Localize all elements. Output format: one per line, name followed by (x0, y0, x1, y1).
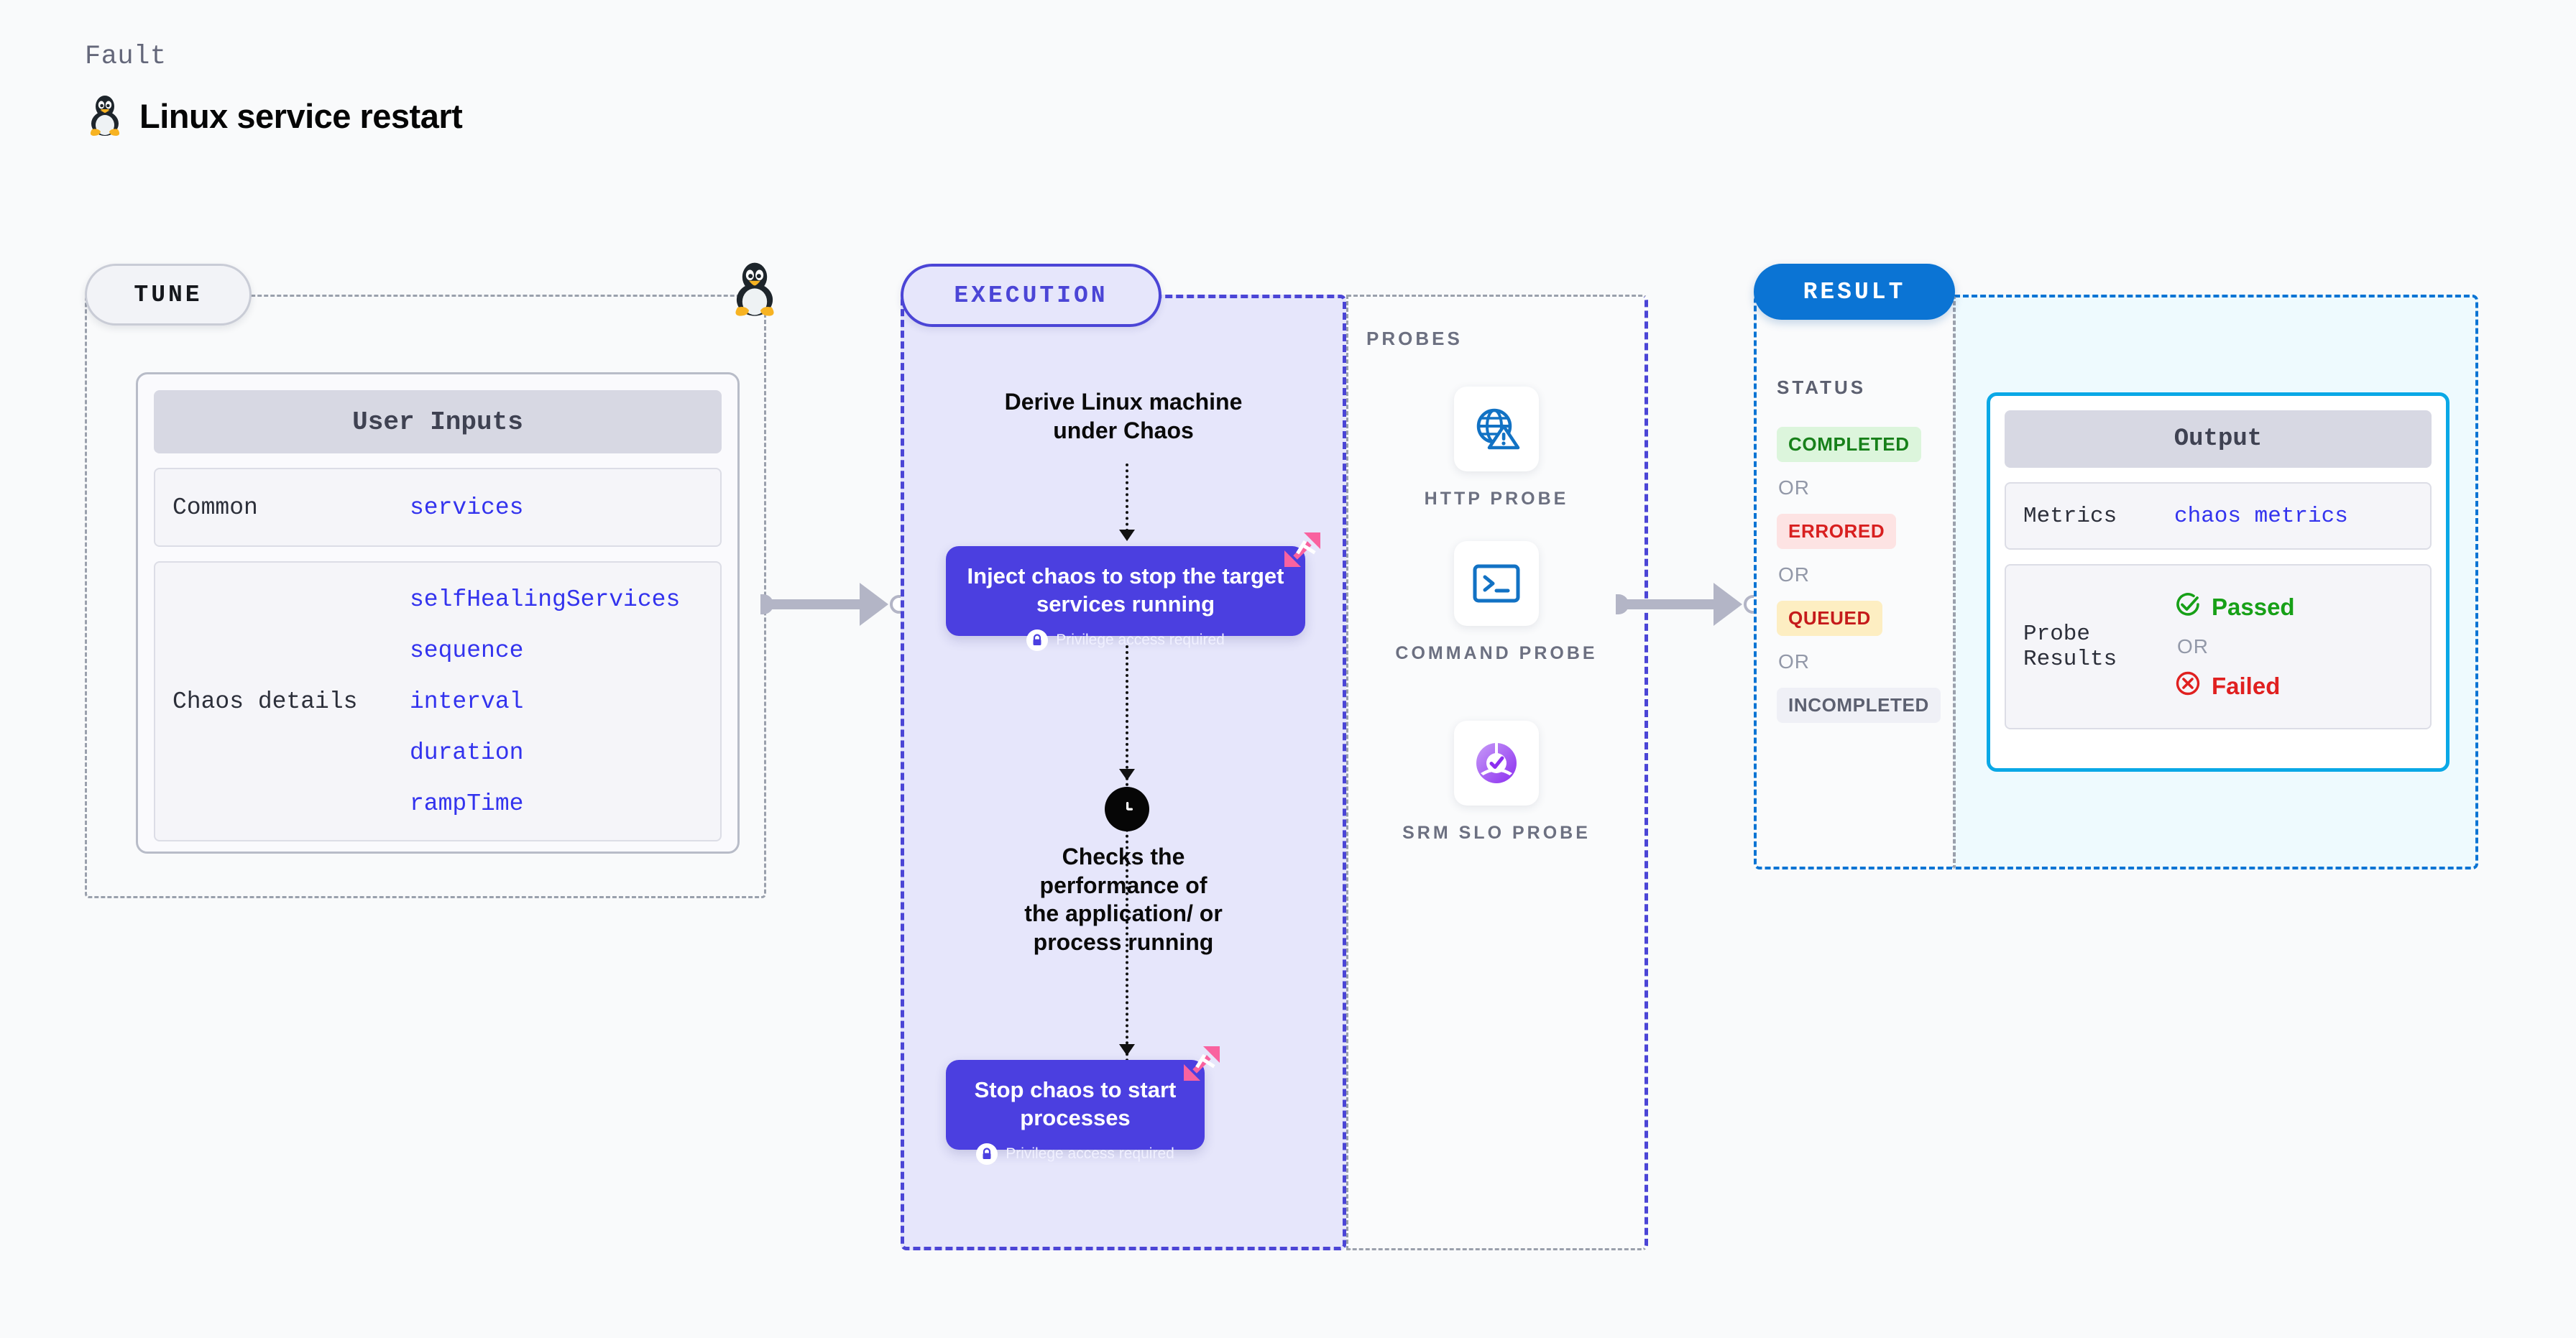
metrics-value[interactable]: chaos metrics (2174, 503, 2348, 529)
output-row-metrics: Metrics chaos metrics (2005, 482, 2432, 550)
tux-penguin-icon (728, 257, 781, 318)
lock-icon (976, 1143, 998, 1166)
result-status-panel: STATUS COMPLETED OR ERRORED OR QUEUED OR… (1754, 295, 1955, 869)
or-separator: OR (1778, 563, 1810, 586)
or-separator: OR (1778, 650, 1810, 673)
flow-arrow-2 (1126, 645, 1131, 1062)
harness-icon (1182, 1044, 1222, 1084)
status-label: STATUS (1777, 377, 1867, 398)
execution-card-inject-chaos[interactable]: Inject chaos to stop the target services… (946, 532, 1320, 652)
probe-item-http[interactable]: HTTP PROBE (1348, 387, 1644, 512)
output-row-probe-results: Probe Results Passed OR (2005, 564, 2432, 729)
tune-row-common-label: Common (172, 494, 258, 521)
tune-row-chaos-values: selfHealingServices sequence interval du… (410, 586, 680, 817)
execution-card-stop-title: Stop chaos to start processes (974, 1077, 1177, 1131)
probe-caption-http: HTTP PROBE (1424, 489, 1569, 509)
tune-value-ramptime[interactable]: rampTime (410, 790, 524, 817)
tune-row-chaos-label: Chaos details (172, 688, 358, 715)
result-output-panel: Output Metrics chaos metrics Probe Resul… (1954, 295, 2478, 869)
page-header: Fault Linux service restart (85, 42, 463, 140)
failed-text: Failed (2212, 673, 2281, 699)
output-card: Output Metrics chaos metrics Probe Resul… (1987, 392, 2450, 772)
status-badge-incompleted: INCOMPLETED (1777, 688, 1941, 723)
status-badge-errored: ERRORED (1777, 514, 1897, 549)
tune-row-common-values: services (410, 494, 523, 521)
metrics-label: Metrics (2023, 503, 2117, 529)
status-list: COMPLETED OR ERRORED OR QUEUED OR INCOMP… (1777, 427, 1941, 723)
tune-value-interval[interactable]: interval (410, 688, 524, 715)
tune-value-duration[interactable]: duration (410, 739, 524, 766)
execution-card-inject-title: Inject chaos to stop the target services… (967, 563, 1284, 617)
tune-row-common: Common services (154, 468, 722, 547)
clock-icon (1105, 787, 1149, 831)
probe-item-command[interactable]: COMMAND PROBE (1348, 541, 1644, 666)
probe-result-failed: Failed (2174, 670, 2295, 703)
execution-panel: Derive Linux machine under Chaos Inject … (901, 295, 1346, 1250)
page-title: Linux service restart (139, 97, 463, 135)
tune-badge[interactable]: TUNE (85, 264, 252, 326)
globe-warning-icon (1454, 387, 1539, 471)
probe-caption-srm-slo: SRM SLO PROBE (1402, 823, 1591, 843)
probe-results-values: Passed OR Failed (2174, 591, 2295, 703)
status-badge-completed: COMPLETED (1777, 427, 1921, 462)
or-separator: OR (2177, 635, 2209, 658)
eyebrow-label: Fault (85, 42, 167, 72)
flow-arrow-1-head (1119, 530, 1135, 541)
check-circle-icon (2174, 591, 2202, 624)
probe-item-srm-slo[interactable]: SRM SLO PROBE (1348, 721, 1644, 846)
harness-icon (1282, 530, 1322, 571)
or-separator: OR (1778, 476, 1810, 499)
probes-label: PROBES (1366, 328, 1463, 349)
tune-value-selfhealingservices[interactable]: selfHealingServices (410, 586, 681, 613)
tune-value-services[interactable]: services (410, 494, 524, 521)
flow-arrow-1 (1126, 463, 1131, 532)
execution-step-checks-text: Checks the performance of the applicatio… (1024, 844, 1223, 956)
status-badge-queued: QUEUED (1777, 601, 1882, 636)
privilege-row: Privilege access required (946, 629, 1305, 652)
privilege-text: Privilege access required (1006, 1145, 1174, 1163)
probe-result-passed: Passed (2174, 591, 2295, 624)
probe-caption-command: COMMAND PROBE (1395, 643, 1598, 663)
terminal-icon (1454, 541, 1539, 626)
privilege-row: Privilege access required (946, 1143, 1205, 1166)
tune-panel: User Inputs Common services Chaos detail… (85, 295, 766, 898)
probe-results-label: Probe Results (2023, 622, 2117, 672)
output-card-title: Output (2005, 410, 2432, 468)
user-inputs-card: User Inputs Common services Chaos detail… (136, 372, 740, 854)
execution-badge[interactable]: EXECUTION (901, 264, 1162, 327)
tux-penguin-icon (85, 92, 125, 140)
lock-icon (1026, 629, 1049, 652)
privilege-text: Privilege access required (1056, 632, 1225, 649)
result-badge[interactable]: RESULT (1754, 264, 1955, 320)
close-circle-icon (2174, 670, 2202, 703)
probes-panel: PROBES HTTP PROBE COMMAND PROBE (1346, 295, 1648, 1250)
flow-arrow-2-head (1119, 769, 1135, 780)
user-inputs-title: User Inputs (154, 390, 722, 453)
passed-text: Passed (2212, 594, 2295, 620)
execution-card-stop-chaos[interactable]: Stop chaos to start processes Privilege … (946, 1046, 1220, 1166)
tune-row-chaos-details: Chaos details selfHealingServices sequen… (154, 561, 722, 841)
flow-arrow-3-head (1119, 1044, 1135, 1056)
execution-step-derive-text: Derive Linux machine under Chaos (1004, 389, 1243, 443)
title-row: Linux service restart (85, 92, 463, 140)
tune-value-sequence[interactable]: sequence (410, 637, 524, 664)
slo-donut-check-icon (1454, 721, 1539, 806)
